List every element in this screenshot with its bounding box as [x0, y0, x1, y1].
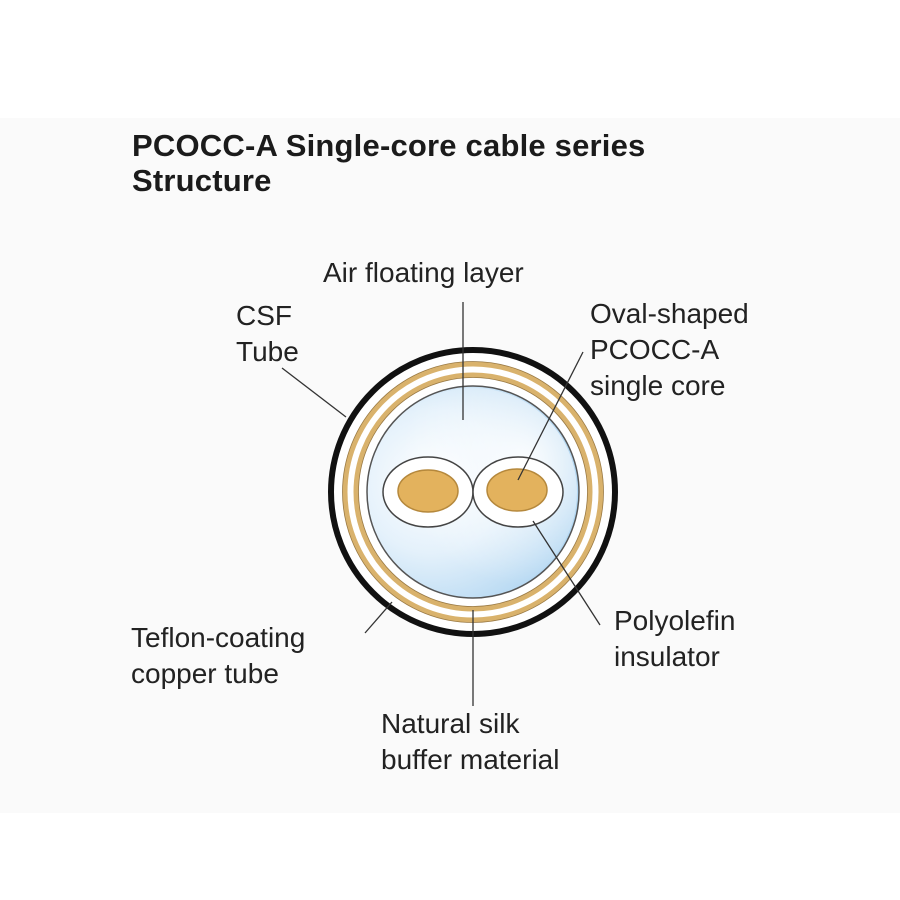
- title-line-2: Structure: [132, 163, 272, 198]
- pcocc-core-left: [397, 469, 459, 513]
- label-polyolefin: Polyolefin insulator: [614, 603, 735, 675]
- label-oval-core-line-3: single core: [590, 370, 726, 401]
- label-teflon-tube-line-1: Teflon-coating: [131, 622, 306, 653]
- label-csf-tube: CSF Tube: [236, 298, 299, 370]
- label-teflon-tube: Teflon-coating copper tube: [131, 620, 305, 692]
- leader-csf-tube: [281, 367, 347, 418]
- label-teflon-tube-line-2: copper tube: [131, 658, 279, 689]
- label-oval-core-line-2: PCOCC-A: [590, 334, 720, 365]
- copper-tube-ring-2-outline: [358, 377, 588, 607]
- title-line-1: PCOCC-A Single-core cable series: [132, 128, 646, 163]
- label-silk-buffer-line-2: buffer material: [381, 744, 560, 775]
- label-csf-tube-line-1: CSF: [236, 300, 292, 331]
- copper-tube-ring-2: [353, 372, 593, 612]
- label-polyolefin-line-2: insulator: [614, 641, 720, 672]
- label-air-floating-layer: Air floating layer: [323, 257, 524, 288]
- label-oval-core: Oval-shaped PCOCC-A single core: [590, 296, 749, 404]
- label-oval-core-line-1: Oval-shaped: [590, 298, 749, 329]
- label-polyolefin-line-1: Polyolefin: [614, 605, 736, 636]
- diagram-title: PCOCC-A Single-core cable series Structu…: [132, 128, 645, 198]
- leader-polyolefin: [532, 520, 601, 626]
- leader-oval-core: [517, 351, 584, 481]
- label-silk-buffer-line-1: Natural silk: [381, 708, 520, 739]
- pcocc-core-right: [486, 468, 548, 512]
- label-csf-tube-line-2: Tube: [236, 336, 299, 367]
- label-silk-buffer: Natural silk buffer material: [381, 706, 559, 778]
- leader-teflon-tube: [364, 601, 393, 634]
